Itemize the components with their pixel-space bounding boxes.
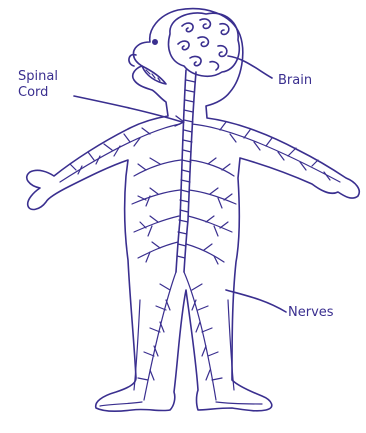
- spinal-cord-pointer: [74, 96, 182, 122]
- nerves-network: [60, 122, 340, 406]
- label-spinal-line1: Spinal: [18, 69, 58, 84]
- mouth: [142, 66, 166, 84]
- label-brain: Brain: [278, 73, 312, 88]
- nerves-pointer: [226, 290, 286, 312]
- label-nerves: Nerves: [288, 305, 334, 320]
- brain-swirls: [178, 19, 229, 70]
- brain-pointer: [228, 56, 272, 78]
- eye: [153, 40, 157, 44]
- brain-outline: [169, 13, 240, 76]
- body-outline: [27, 9, 360, 412]
- label-spinal-line2: Cord: [18, 85, 48, 100]
